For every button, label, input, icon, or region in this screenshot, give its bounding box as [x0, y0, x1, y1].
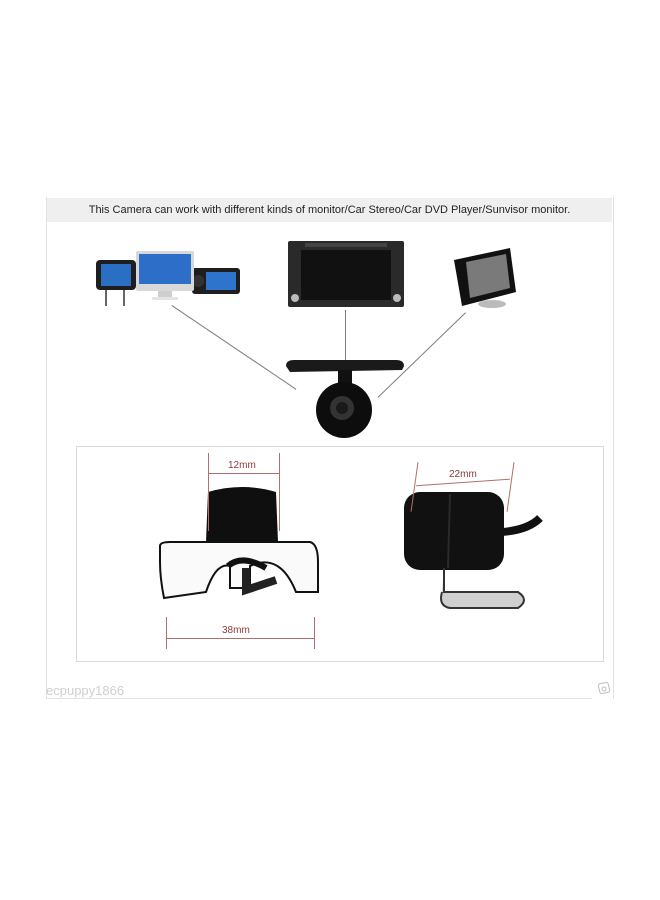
- dashboard-monitor-icon: [454, 248, 516, 308]
- dim-38mm-arrow: [166, 638, 314, 639]
- dim-38mm-label: 38mm: [222, 625, 250, 636]
- camera-front-view-icon: [159, 487, 319, 600]
- dim-12mm-arrow: [208, 473, 280, 474]
- caption-bar: This Camera can work with different kind…: [47, 198, 612, 222]
- backup-camera-icon: [286, 360, 404, 438]
- dim-12mm-right: [279, 453, 280, 531]
- dim-38mm-left: [166, 617, 167, 649]
- caption-text: This Camera can work with different kind…: [88, 204, 571, 216]
- seller-stamp-icon: [597, 681, 611, 695]
- connector-line-center: [345, 310, 346, 362]
- dim-12mm-label: 12mm: [228, 460, 256, 471]
- product-image-frame: [46, 197, 614, 699]
- car-stereo-icon: [288, 241, 404, 307]
- dim-38mm-right: [314, 617, 315, 649]
- dim-22mm-label: 22mm: [449, 469, 477, 480]
- monitor-group-icon: [96, 251, 240, 306]
- dimensions-panel: [76, 446, 604, 662]
- dim-12mm-left: [208, 453, 209, 531]
- footer-divider: [46, 698, 592, 699]
- camera-side-view-icon: [404, 492, 543, 609]
- seller-watermark: ecpuppy1866: [46, 683, 125, 698]
